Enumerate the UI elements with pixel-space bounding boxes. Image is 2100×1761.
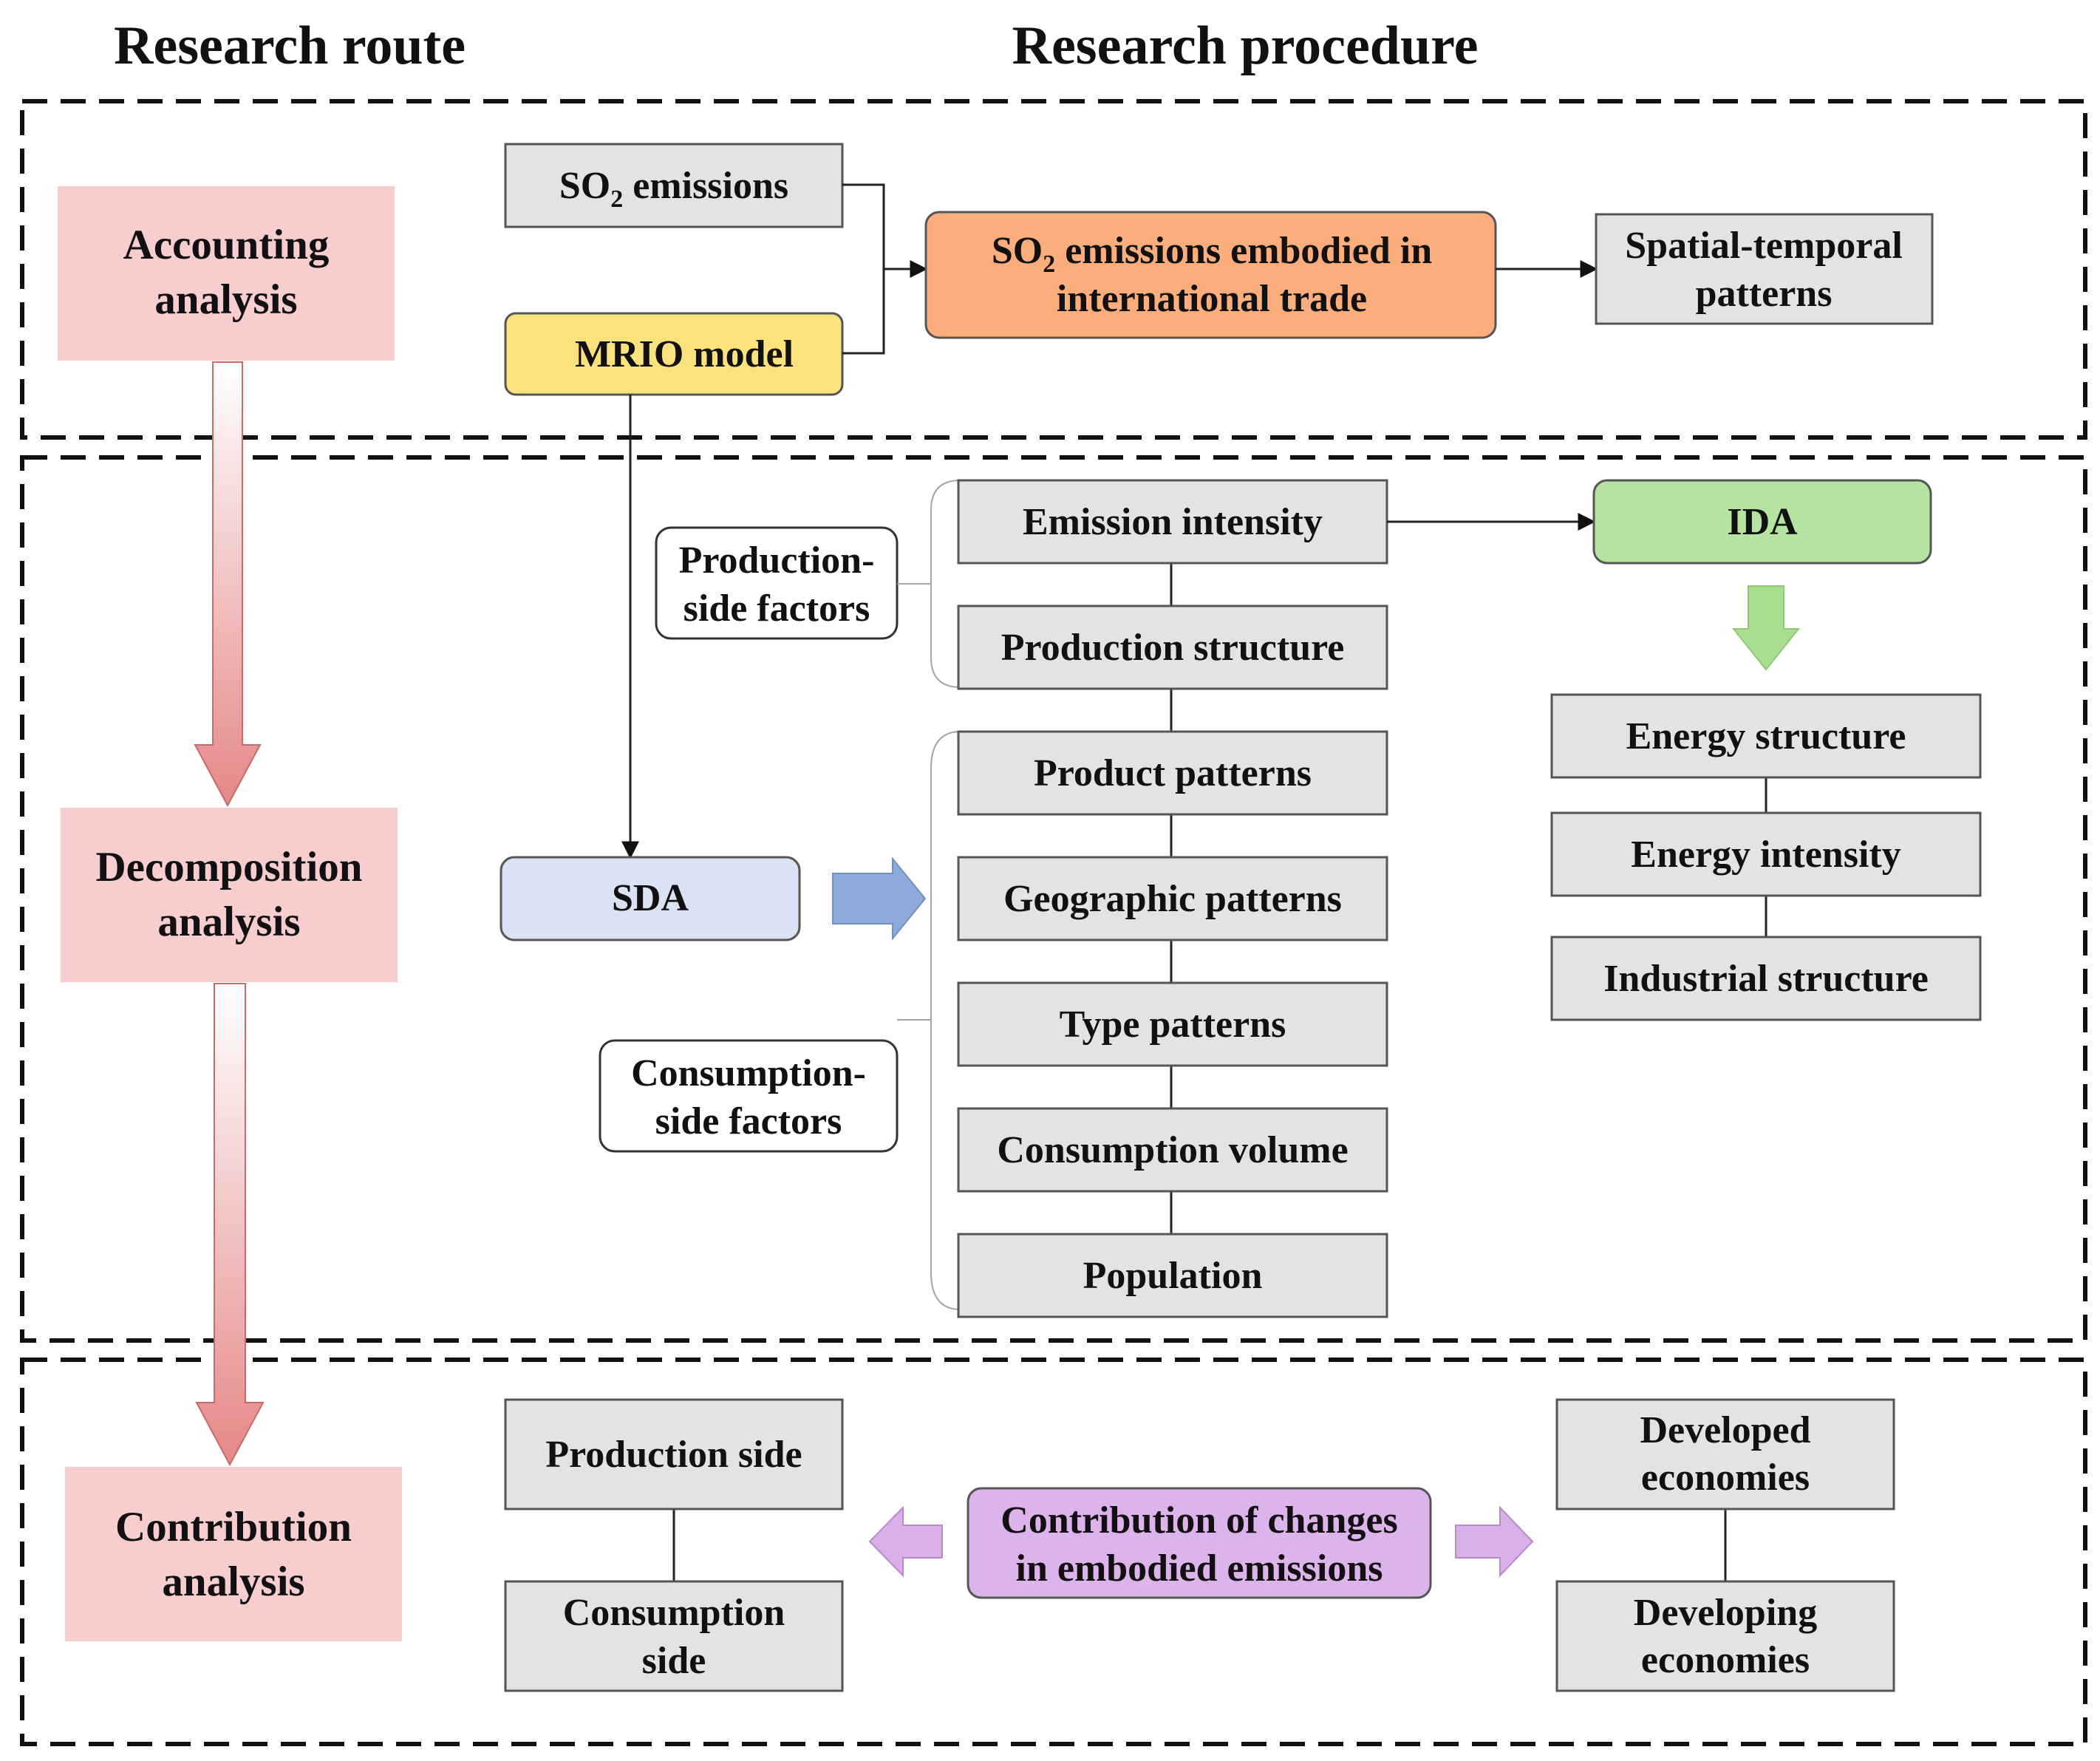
header-research-route: Research route — [114, 16, 466, 76]
factor-emission-intensity-label: Emission intensity — [1023, 501, 1323, 543]
developing-economies-label-2: economies — [1641, 1639, 1810, 1681]
ida-box: IDA — [1592, 479, 1932, 565]
factor-production-structure: Production structure — [957, 604, 1388, 690]
factor-population: Population — [957, 1233, 1388, 1318]
consumption-side-factors-label-box: Consumption- side factors — [599, 1039, 899, 1153]
route-contribution-label-1: Contribution — [115, 1504, 352, 1550]
so2-emissions-box: SO2 emissions — [504, 143, 844, 228]
production-side-factors-line-2: side factors — [683, 587, 870, 630]
consumption-side-label-1: Consumption — [563, 1592, 785, 1634]
so2-emissions-label: SO2 emissions — [559, 165, 788, 213]
ida-factor-energy-intensity: Energy intensity — [1550, 811, 1982, 897]
ida-factor-energy-structure-label: Energy structure — [1626, 715, 1906, 757]
header-research-procedure: Research procedure — [1012, 16, 1479, 76]
factor-consumption-volume-label: Consumption volume — [997, 1129, 1348, 1171]
production-side-box: Production side — [504, 1398, 844, 1510]
developed-economies-box: Developed economies — [1555, 1398, 1895, 1510]
route-decomposition-box: Decomposition analysis — [61, 808, 398, 982]
route-decomposition-label-2: analysis — [157, 899, 300, 945]
contribution-label-2: in embodied emissions — [1016, 1547, 1383, 1590]
consumption-side-label-2: side — [642, 1640, 706, 1682]
developing-economies-label-1: Developing — [1634, 1592, 1817, 1634]
developing-economies-box: Developing economies — [1555, 1580, 1895, 1692]
factor-product-patterns-label: Product patterns — [1034, 752, 1312, 794]
factor-type-patterns: Type patterns — [957, 981, 1388, 1067]
embodied-emissions-label-2: international trade — [1057, 278, 1367, 320]
contribution-box: Contribution of changes in embodied emis… — [967, 1487, 1432, 1599]
sda-box: SDA — [500, 856, 801, 941]
bracket-so2-mrio — [842, 183, 926, 355]
contribution-right-arrow — [1455, 1505, 1534, 1578]
consumption-side-box: Consumption side — [504, 1580, 844, 1692]
consumption-side-factors-line-2: side factors — [655, 1100, 842, 1142]
factor-population-label: Population — [1083, 1255, 1263, 1297]
route-contribution-box: Contribution analysis — [65, 1467, 402, 1641]
route-accounting-box: Accounting analysis — [58, 186, 395, 361]
factor-geographic-patterns: Geographic patterns — [957, 856, 1388, 941]
developed-economies-label-1: Developed — [1640, 1409, 1810, 1451]
production-side-factors-line-1: Production- — [679, 539, 875, 582]
production-side-factors-label-box: Production- side factors — [655, 526, 899, 640]
factor-product-patterns: Product patterns — [957, 730, 1388, 816]
embodied-emissions-box: SO2 emissions embodied in international … — [924, 211, 1497, 339]
mrio-model-label: MRIO model — [575, 333, 794, 375]
consumption-side-factors-line-1: Consumption- — [631, 1052, 866, 1094]
spatial-temporal-box: Spatial-temporal patterns — [1595, 213, 1934, 325]
contribution-left-arrow — [868, 1505, 943, 1578]
factor-geographic-patterns-label: Geographic patterns — [1003, 878, 1342, 920]
ida-factor-energy-intensity-label: Energy intensity — [1631, 834, 1900, 876]
route-decomposition-label-1: Decomposition — [96, 844, 363, 890]
contribution-label-1: Contribution of changes — [1000, 1499, 1397, 1542]
sda-arrow — [832, 856, 927, 941]
production-side-brace — [897, 480, 961, 688]
factor-production-structure-label: Production structure — [1001, 627, 1345, 669]
section-contribution-frame — [20, 1358, 2087, 1746]
route-arrow-decomposition-to-contribution — [195, 983, 265, 1467]
route-contribution-label-2: analysis — [162, 1559, 304, 1605]
developed-economies-label-2: economies — [1641, 1457, 1810, 1499]
spatial-temporal-label-2: patterns — [1696, 273, 1833, 315]
embodied-emissions-label-1: SO2 emissions embodied in — [992, 230, 1432, 278]
route-accounting-label-2: analysis — [154, 276, 297, 323]
spatial-temporal-label-1: Spatial-temporal — [1625, 225, 1903, 267]
section-accounting-frame — [20, 99, 2087, 440]
ida-factor-industrial-structure: Industrial structure — [1550, 936, 1982, 1021]
route-accounting-label-1: Accounting — [123, 222, 330, 268]
factor-consumption-volume: Consumption volume — [957, 1107, 1388, 1193]
section-decomposition-frame — [20, 455, 2087, 1343]
ida-factor-energy-structure: Energy structure — [1550, 693, 1982, 779]
consumption-side-brace — [897, 731, 961, 1310]
ida-down-arrow — [1731, 585, 1801, 671]
ida-label: IDA — [1727, 501, 1798, 543]
ida-factor-industrial-structure-label: Industrial structure — [1603, 958, 1929, 1000]
sda-label: SDA — [612, 877, 689, 919]
factor-emission-intensity: Emission intensity — [957, 479, 1388, 565]
route-arrow-accounting-to-decomposition — [194, 361, 262, 808]
mrio-model-box: MRIO model — [504, 312, 844, 396]
production-side-label: Production side — [545, 1434, 802, 1476]
factor-type-patterns-label: Type patterns — [1060, 1004, 1286, 1046]
